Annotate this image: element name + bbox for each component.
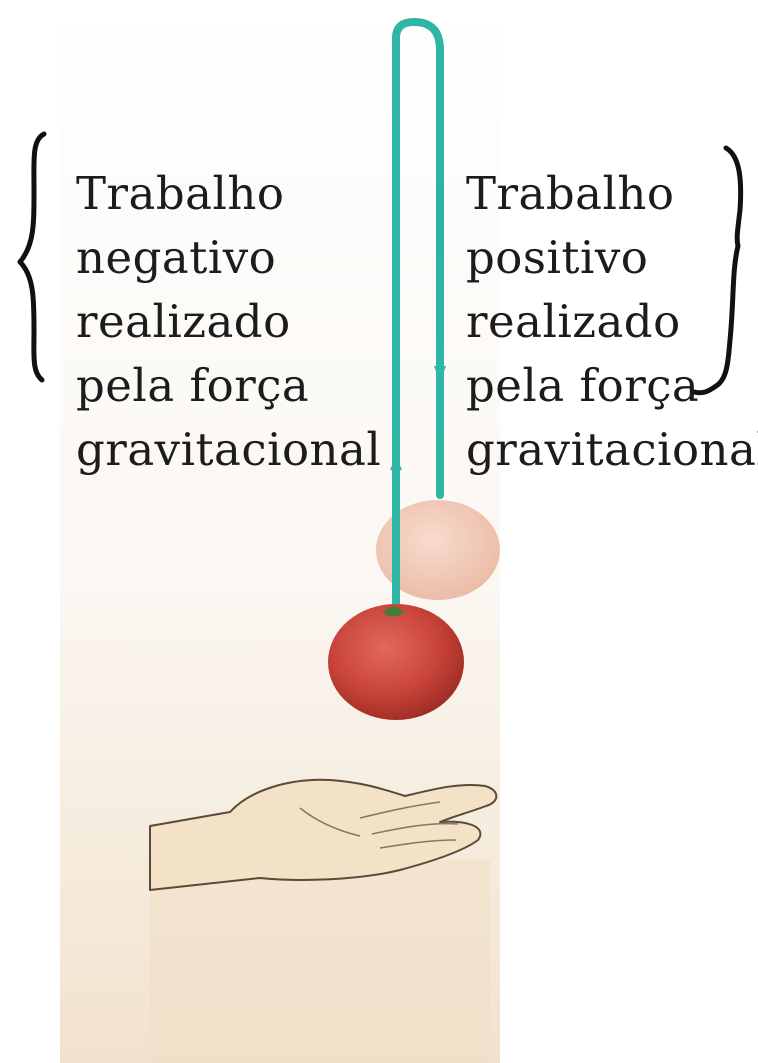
arm-shadow-area xyxy=(150,860,490,1063)
positive-work-label-line: Trabalho xyxy=(466,162,758,226)
left-curly-bracket xyxy=(20,134,44,380)
negative-work-label-line: pela força xyxy=(76,354,381,418)
negative-work-label-line: gravitacional xyxy=(76,418,381,482)
positive-work-label-line: realizado xyxy=(466,290,758,354)
negative-work-label-line: negativo xyxy=(76,226,381,290)
negative-work-label-line: Trabalho xyxy=(76,162,381,226)
positive-work-label: Trabalho positivo realizado pela força g… xyxy=(466,162,758,482)
negative-work-label-line: realizado xyxy=(76,290,381,354)
tomato-icon xyxy=(328,604,464,720)
positive-work-label-line: pela força xyxy=(466,354,758,418)
positive-work-label-line: gravitacional xyxy=(466,418,758,482)
negative-work-label: Trabalho negativo realizado pela força g… xyxy=(76,162,381,482)
positive-work-label-line: positivo xyxy=(466,226,758,290)
